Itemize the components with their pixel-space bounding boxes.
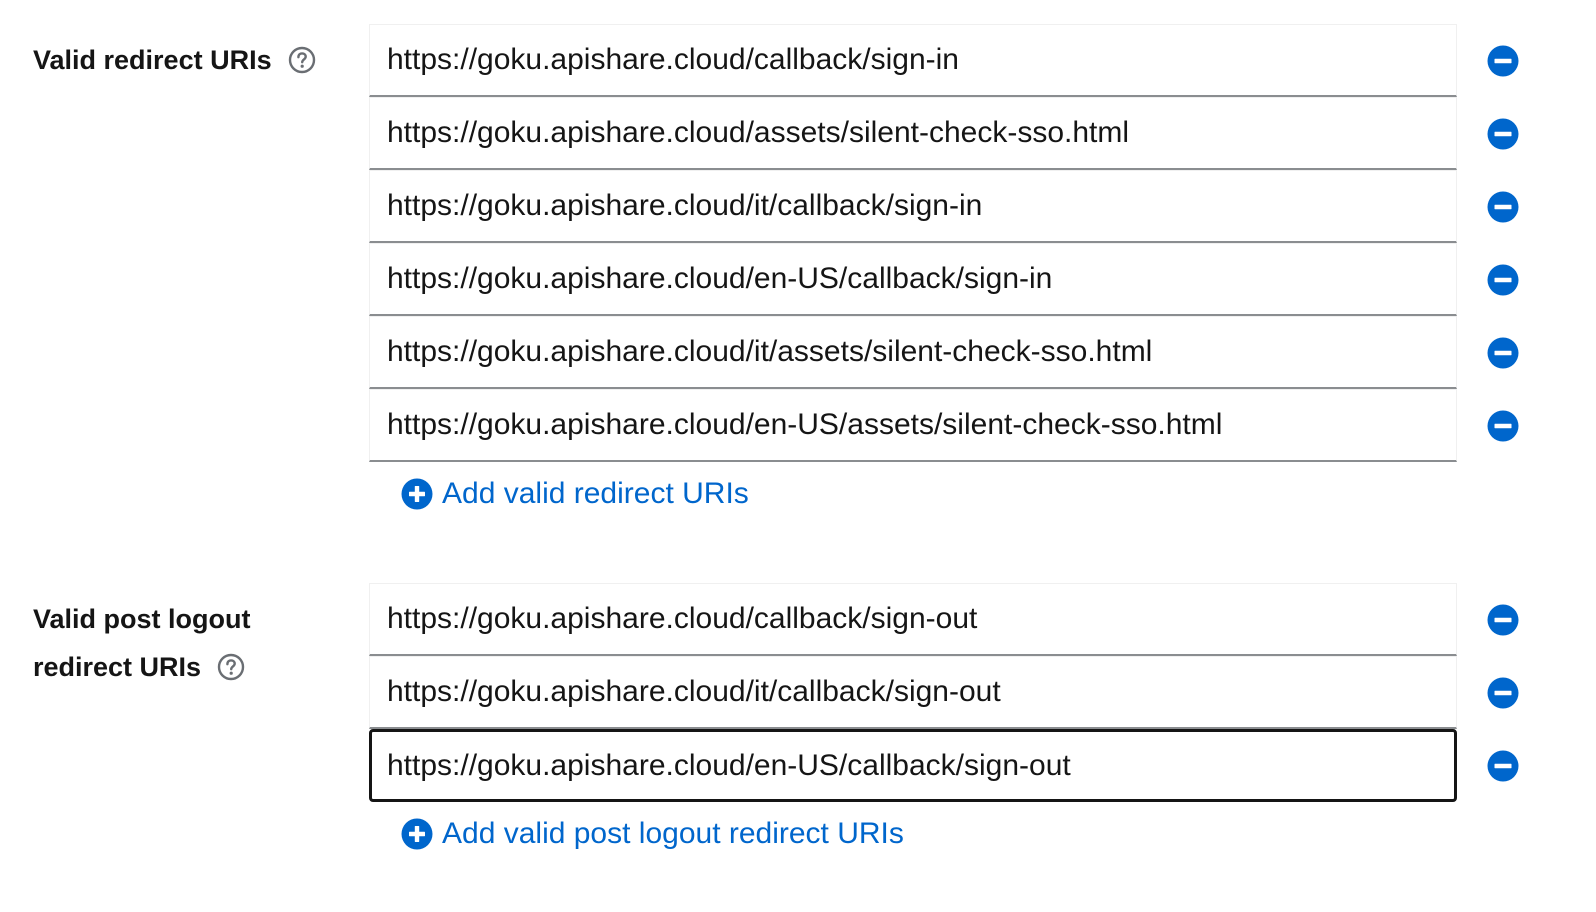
- uri-input[interactable]: [369, 583, 1457, 656]
- remove-uri-button[interactable]: [1487, 337, 1519, 369]
- remove-uri-button[interactable]: [1487, 118, 1519, 150]
- uri-input[interactable]: [369, 170, 1457, 243]
- uri-row: [369, 170, 1519, 243]
- uri-input[interactable]: [369, 24, 1457, 97]
- minus-circle-icon: [1487, 410, 1519, 442]
- add-redirect-uri-button[interactable]: Add valid redirect URIs: [401, 477, 749, 511]
- remove-uri-button[interactable]: [1487, 264, 1519, 296]
- minus-circle-icon: [1487, 264, 1519, 296]
- minus-circle-icon: [1487, 604, 1519, 636]
- uri-row: [369, 389, 1519, 462]
- remove-uri-button[interactable]: [1487, 191, 1519, 223]
- uri-input[interactable]: [369, 316, 1457, 389]
- redirect-uris-list: [369, 24, 1519, 462]
- post-logout-label: Valid post logout redirect URIs: [33, 595, 251, 691]
- uri-row: [369, 729, 1519, 802]
- uri-row: [369, 316, 1519, 389]
- uri-input[interactable]: [369, 389, 1457, 462]
- minus-circle-icon: [1487, 337, 1519, 369]
- remove-uri-button[interactable]: [1487, 750, 1519, 782]
- minus-circle-icon: [1487, 45, 1519, 77]
- post-logout-label-line1: Valid post logout: [33, 604, 251, 634]
- uri-row: [369, 24, 1519, 97]
- help-circle-icon[interactable]: [217, 653, 245, 681]
- add-post-logout-uri-button[interactable]: Add valid post logout redirect URIs: [401, 817, 904, 851]
- minus-circle-icon: [1487, 750, 1519, 782]
- help-circle-icon[interactable]: [288, 46, 316, 74]
- uri-input[interactable]: [369, 97, 1457, 170]
- add-post-logout-uri-label: Add valid post logout redirect URIs: [442, 817, 904, 850]
- plus-circle-icon: [401, 478, 433, 510]
- remove-uri-button[interactable]: [1487, 45, 1519, 77]
- post-logout-uris-list: [369, 583, 1519, 802]
- minus-circle-icon: [1487, 677, 1519, 709]
- add-redirect-uri-label: Add valid redirect URIs: [442, 477, 749, 510]
- remove-uri-button[interactable]: [1487, 604, 1519, 636]
- uri-input[interactable]: [369, 243, 1457, 316]
- remove-uri-button[interactable]: [1487, 677, 1519, 709]
- uri-input[interactable]: [369, 729, 1457, 802]
- uri-row: [369, 656, 1519, 729]
- minus-circle-icon: [1487, 191, 1519, 223]
- plus-circle-icon: [401, 818, 433, 850]
- redirect-uris-label: Valid redirect URIs: [33, 36, 316, 84]
- uri-input[interactable]: [369, 656, 1457, 729]
- uri-row: [369, 583, 1519, 656]
- uri-row: [369, 243, 1519, 316]
- remove-uri-button[interactable]: [1487, 410, 1519, 442]
- post-logout-label-line2: redirect URIs: [33, 652, 202, 682]
- uri-row: [369, 97, 1519, 170]
- redirect-uris-label-text: Valid redirect URIs: [33, 45, 272, 75]
- minus-circle-icon: [1487, 118, 1519, 150]
